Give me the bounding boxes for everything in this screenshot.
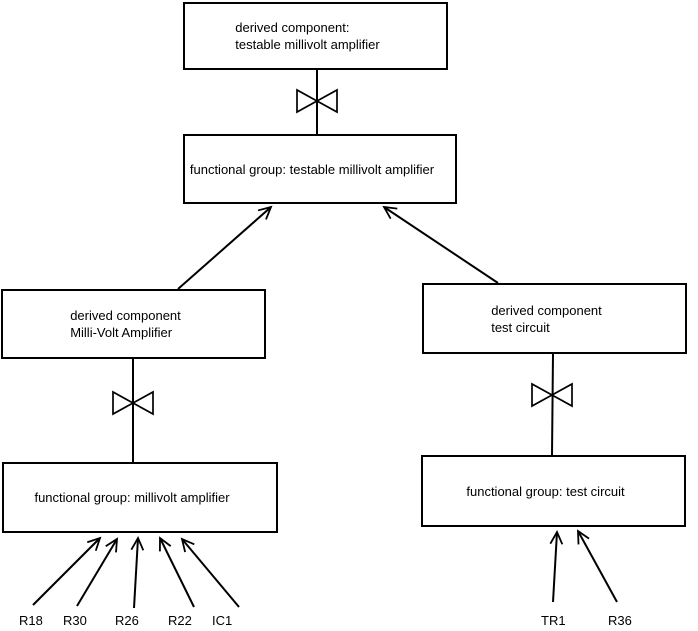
node-fg-millivolt-amplifier: functional group: millivolt amplifier xyxy=(2,462,278,533)
node-label: derived component test circuit xyxy=(491,302,602,335)
component-label-r30: R30 xyxy=(63,613,87,628)
component-label-r36: R36 xyxy=(608,613,632,628)
node-label: derived component: testable millivolt am… xyxy=(235,20,380,52)
component-label-r22: R22 xyxy=(168,613,192,628)
node-derived-test-circuit: derived component test circuit xyxy=(422,283,687,354)
arrow-r26 xyxy=(130,535,145,609)
arrow-r18 xyxy=(32,536,102,606)
arrow-tr1 xyxy=(549,529,564,603)
node-label: functional group: testable millivolt amp… xyxy=(189,161,435,177)
arrow-r36 xyxy=(577,529,618,603)
arrow-derived-mva-to-fg-testable xyxy=(177,205,273,290)
arrow-r30 xyxy=(76,537,119,607)
connector-right-refinement xyxy=(551,353,554,456)
arrow-r22 xyxy=(159,536,195,608)
node-label: functional group: millivolt amplifier xyxy=(34,490,230,505)
node-derived-millivolt-amplifier: derived component Milli-Volt Amplifier xyxy=(1,289,266,359)
component-label-ic1: IC1 xyxy=(212,613,233,628)
arrow-derived-tc-to-fg-testable xyxy=(382,205,499,284)
component-label-r26: R26 xyxy=(115,613,139,628)
bowtie-icon-left xyxy=(112,390,154,416)
node-fg-test-circuit: functional group: test circuit xyxy=(421,455,686,527)
bowtie-icon-top xyxy=(296,88,338,114)
arrow-ic1 xyxy=(180,537,240,608)
component-label-tr1: TR1 xyxy=(541,613,566,628)
node-label: derived component Milli-Volt Amplifier xyxy=(70,308,181,340)
component-label-r18: R18 xyxy=(19,613,43,628)
node-fg-testable-amplifier: functional group: testable millivolt amp… xyxy=(183,134,457,204)
node-label: functional group: test circuit xyxy=(466,483,625,499)
node-derived-testable-amplifier: derived component: testable millivolt am… xyxy=(183,2,448,70)
bowtie-icon-right xyxy=(531,382,573,408)
